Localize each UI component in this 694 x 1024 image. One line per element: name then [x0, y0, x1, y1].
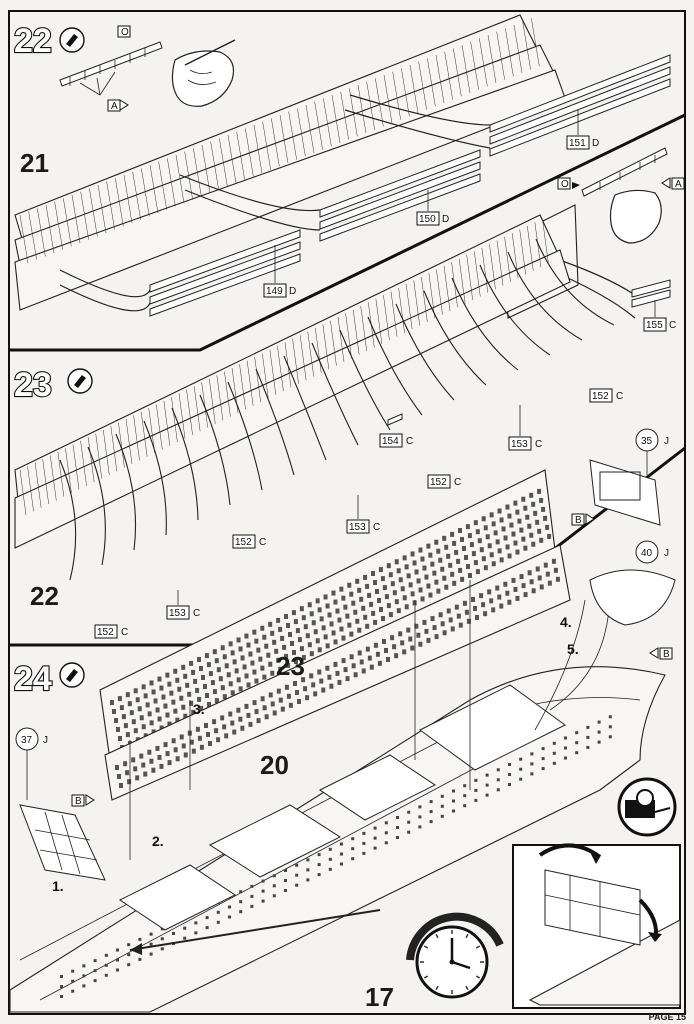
svg-text:150: 150 [419, 214, 436, 225]
step-23-badge: 23 [13, 365, 93, 405]
svg-text:D: D [592, 138, 599, 149]
hand-paint-icon [171, 39, 236, 107]
assembly-17-label: 17 [365, 982, 394, 1012]
part-155-callout: 155 C [643, 300, 676, 332]
part-152-callout-2: 152 C [427, 474, 461, 489]
svg-text:A: A [675, 179, 682, 190]
deck-assembly-20 [104, 544, 571, 801]
assembly-21-label: 21 [20, 148, 49, 178]
part-149-callout: 149 D [263, 245, 296, 298]
svg-text:151: 151 [569, 138, 586, 149]
svg-text:152: 152 [430, 477, 447, 488]
sub-step-labels: 1. 2. 3. 4. 5. [52, 614, 579, 894]
svg-text:40: 40 [641, 548, 653, 559]
svg-text:152: 152 [592, 391, 609, 402]
step-22: 22 O A 21 [13, 14, 685, 332]
svg-text:C: C [373, 522, 380, 533]
step-22-badge: 22 [13, 21, 85, 61]
hand-paint-icon-right [609, 189, 662, 244]
step-24-badge: 24 [13, 659, 85, 699]
glue-tube-glyph [74, 375, 86, 388]
svg-text:2.: 2. [152, 833, 164, 849]
glue-tube-glyph [66, 34, 78, 47]
part-40-detail: 40 J B [589, 540, 676, 660]
svg-text:155: 155 [646, 320, 663, 331]
step-number: 24 [14, 660, 52, 698]
svg-text:153: 153 [349, 522, 366, 533]
part-152-callout-3: 152 C [232, 534, 266, 549]
svg-text:152: 152 [97, 627, 114, 638]
deck-sections-23 [59, 238, 615, 581]
svg-text:152: 152 [235, 537, 252, 548]
assembly-23-label: 23 [276, 651, 305, 681]
panel-frames [8, 10, 686, 1015]
svg-text:C: C [193, 608, 200, 619]
svg-text:O: O [121, 27, 129, 38]
part-153-callout-3: 153 C [166, 590, 200, 620]
part-153-callout-1: 153 C [508, 405, 542, 451]
svg-text:1.: 1. [52, 878, 64, 894]
svg-text:B: B [575, 515, 582, 526]
railing-detail-right: O A [557, 147, 685, 244]
deck-rails-22 [59, 54, 671, 317]
svg-text:J: J [43, 735, 48, 746]
svg-text:37: 37 [21, 735, 33, 746]
svg-text:C: C [406, 436, 413, 447]
step-24: 24 23 20 17 [9, 428, 681, 1013]
svg-text:C: C [121, 627, 128, 638]
clock-icon [406, 912, 504, 999]
svg-text:149: 149 [266, 286, 283, 297]
ship-hull [9, 666, 666, 1013]
svg-text:C: C [454, 477, 461, 488]
svg-text:5.: 5. [567, 641, 579, 657]
svg-text:C: C [535, 439, 542, 450]
part-37-detail: 37 J B [15, 727, 106, 881]
assembly-guides [129, 580, 611, 955]
svg-text:D: D [442, 214, 449, 225]
part-152-callout-1: 152 C [589, 388, 623, 403]
svg-text:D: D [289, 286, 296, 297]
part-152-callout-4: 152 C [94, 624, 128, 639]
svg-text:O: O [561, 179, 569, 190]
assembly-22-label: 22 [30, 581, 59, 611]
glue-tube-glyph [66, 669, 78, 682]
superstructure-decks [14, 14, 566, 311]
svg-text:154: 154 [382, 436, 399, 447]
svg-text:J: J [664, 548, 669, 559]
detail-inset [512, 843, 681, 1009]
part-35-detail: 35 J B [571, 428, 669, 526]
assembly-20-label: 20 [260, 750, 289, 780]
svg-text:J: J [664, 436, 669, 447]
svg-text:B: B [663, 649, 670, 660]
svg-text:C: C [669, 320, 676, 331]
part-150-callout: 150 D [416, 190, 449, 226]
page-number: PAGE 15 [648, 1012, 686, 1022]
railing-detail-top: O A [59, 25, 163, 112]
part-154-callout: 154 C [379, 413, 413, 448]
part-151-callout: 151 D [566, 110, 599, 150]
svg-text:C: C [616, 391, 623, 402]
step-number: 23 [14, 366, 52, 404]
svg-text:153: 153 [169, 608, 186, 619]
tape-icon [617, 777, 677, 837]
step-number: 22 [14, 22, 52, 60]
part-153-callout-2: 153 C [346, 495, 380, 534]
svg-text:35: 35 [641, 436, 653, 447]
svg-text:B: B [75, 796, 82, 807]
svg-text:153: 153 [511, 439, 528, 450]
step-23: 23 22 154 C 152 C 153 C [13, 214, 623, 639]
svg-text:3.: 3. [193, 701, 205, 717]
svg-text:A: A [111, 101, 118, 112]
svg-text:4.: 4. [560, 614, 572, 630]
svg-text:C: C [259, 537, 266, 548]
